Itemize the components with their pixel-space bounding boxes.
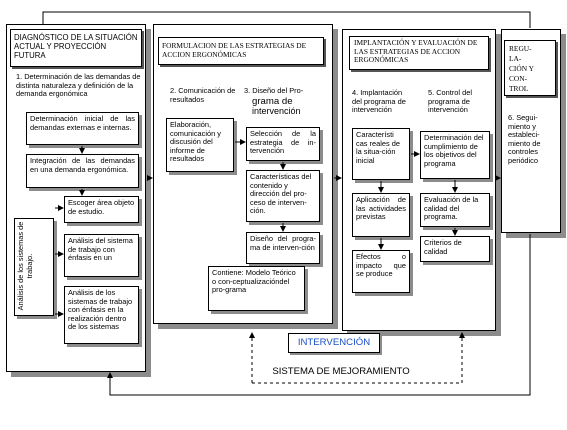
step-4-label: 4. Implantación del programa de interven… xyxy=(352,88,406,115)
step-5-label: 5. Control del programa de intervención xyxy=(428,88,472,115)
arrows xyxy=(42,11,531,396)
bottom-feedback-line xyxy=(107,234,531,396)
box-elaboracion-informe: Elaboración, comunicación y discusión de… xyxy=(166,118,234,172)
box-efectos-impacto: Efectos o impacto que se produce xyxy=(352,250,410,293)
box-integracion-demandas: Integración de las demandas en una deman… xyxy=(26,154,139,188)
implantacion-title: IMPLANTACIÓN Y EVALUACIÓN DE LAS ESTRATE… xyxy=(354,38,478,65)
box-seleccion-estrategia: Selección de la estrategia de in-tervenc… xyxy=(246,127,320,161)
step-3-label-c: intervención xyxy=(252,106,301,114)
regulacion-title: REGU- LA- CIÓN Y CON- TROL xyxy=(509,44,534,93)
formulacion-title: FORMULACION DE LAS ESTRATEGIAS DE ACCION… xyxy=(162,41,307,59)
intervencion-label: INTERVENCIÓN xyxy=(297,337,371,348)
box-determinacion-cumplimiento: Determinación del cumplimiento de los ob… xyxy=(420,131,490,179)
diagnostico-title: DIAGNÓSTICO DE LA SITUACIÓN ACTUAL Y PRO… xyxy=(14,33,138,61)
box-analisis-sistema-trabajo: Análisis del sistema de trabajo con énfa… xyxy=(64,234,139,277)
formulacion-header xyxy=(158,37,324,65)
sistema-mejoramiento-label: SISTEMA DE MEJORAMIENTO xyxy=(272,366,410,377)
step-2-label: 2. Comunicación de resultados xyxy=(170,86,236,104)
diagnostico-header xyxy=(10,29,142,67)
intervencion-box xyxy=(288,333,380,353)
box-contiene-modelo: Contiene: Modelo Teórico o con-ceptualiz… xyxy=(208,266,305,311)
implantacion-header xyxy=(349,36,489,70)
step-3-label-a: 3. Diseño del Pro- xyxy=(244,86,304,95)
regulacion-header xyxy=(504,40,556,96)
box-escoger-area: Escoger área objeto de estudio. xyxy=(64,196,139,223)
top-feedback-line xyxy=(42,11,531,28)
box-caracteristicas-contenido: Características del contenido y direcció… xyxy=(246,170,320,222)
box-caracteristicas-reales: Característi cas reales de la situa-ción… xyxy=(352,128,410,180)
box-evaluacion-calidad: Evaluación de la calidad del programa. xyxy=(420,193,490,227)
step-3-label-b: grama de xyxy=(252,96,293,107)
box-diseno-programa: Diseño del progra-ma de interven-ción xyxy=(246,232,320,264)
box-analisis-sistemas-realizacion: Análisis de los sistemas de trabajo con … xyxy=(64,286,139,344)
step-6-label: 6. Segui-miento y estableci-miento de co… xyxy=(508,113,541,165)
box-determinacion-inicial: Determinación inicial de las demandas ex… xyxy=(26,112,139,145)
step-1-label: 1. Determinación de las demandas de dist… xyxy=(16,72,141,99)
dashed-connectors xyxy=(249,332,465,384)
analisis-sistemas-vertical-box xyxy=(14,218,54,316)
box-criterios-calidad: Criterios de calidad xyxy=(420,236,490,262)
box-aplicacion-actividades: Aplicación de las actividades previstas xyxy=(352,193,410,237)
